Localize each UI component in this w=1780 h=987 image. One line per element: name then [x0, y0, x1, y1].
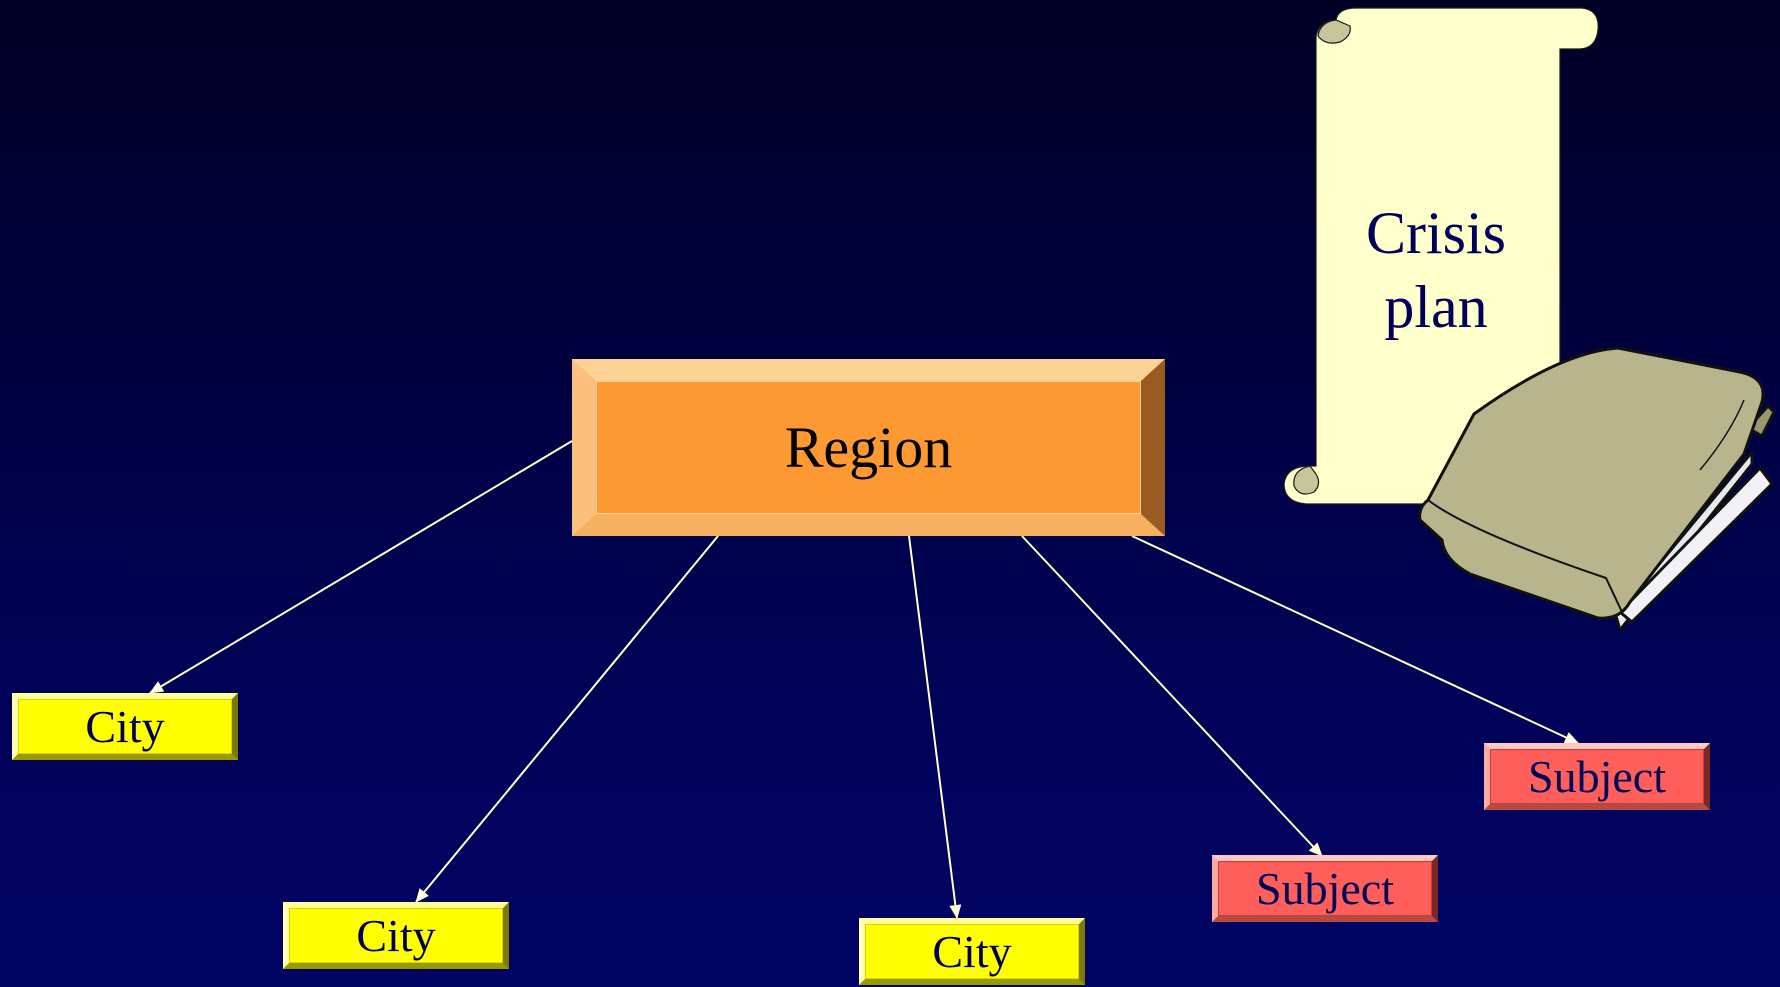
city-node-2: City: [283, 902, 509, 969]
subject-label: Subject: [1256, 862, 1394, 914]
city-label: City: [932, 925, 1012, 977]
crisis-plan-line-2: plan: [1384, 274, 1488, 340]
arrow-region-to-subject-2: [1131, 535, 1579, 744]
region-label: Region: [784, 414, 953, 480]
arrow-region-to-city-2: [415, 535, 719, 903]
region-node: Region: [572, 359, 1165, 536]
arrow-region-to-city-3: [908, 535, 962, 919]
city-label: City: [356, 909, 436, 961]
crisis-plan-label: Crisis plan: [1316, 196, 1556, 344]
crisis-plan-line-1: Crisis: [1365, 200, 1507, 266]
arrow-region-to-subject-1: [1021, 535, 1323, 857]
subject-node-2: Subject: [1484, 743, 1710, 810]
city-node-1: City: [12, 693, 238, 760]
city-label: City: [85, 700, 165, 752]
subject-label: Subject: [1528, 750, 1666, 802]
subject-node-1: Subject: [1212, 855, 1438, 922]
arrow-region-to-city-1: [149, 440, 573, 694]
city-node-3: City: [859, 918, 1085, 985]
